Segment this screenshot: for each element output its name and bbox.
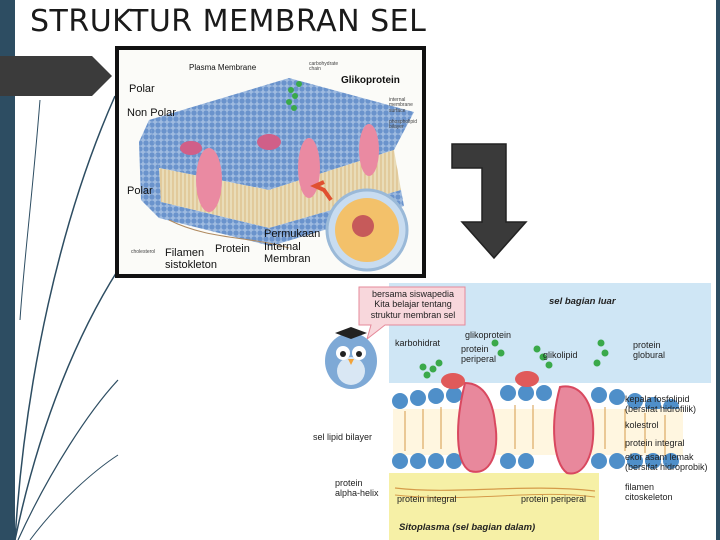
label-sel-lipid-bilayer: sel lipid bilayer (313, 432, 373, 442)
label-glikoprotein-2: glikoprotein (465, 330, 512, 340)
label-protein-periperal-top: protein periperal (461, 344, 497, 364)
label-protein-periperal-bottom: protein periperal (521, 494, 587, 504)
label-glikolipid: glikolipid (543, 350, 578, 360)
label-filamen-sistokleton: Filamen sistokleton (165, 247, 217, 271)
label-karbohidrat: karbohidrat (395, 338, 441, 348)
speech-bubble-text: bersama siswapedia Kita belajar tentang … (370, 289, 456, 320)
membrane-illustration-2 (305, 283, 711, 540)
label-protein-globural: protein globural (633, 340, 666, 360)
left-accent-bar (0, 0, 15, 540)
label-plasma-membrane: Plasma Membrane (189, 63, 257, 72)
label-phospholipid-bilayer: phospholipid bilayer (389, 119, 418, 131)
label-internal-membrane-surface: internal membrane surface (389, 97, 413, 114)
membrane-diagram-2: bersama siswapedia Kita belajar tentang … (305, 283, 711, 540)
label-filamen-citoskeleton: filamen citoskeleton (625, 482, 673, 502)
label-carbohydrate-chain: carbohydrate chain (309, 61, 339, 73)
label-kepala-fosfolipid: kepala fosfolipid (bersifat hidrofilik) (625, 394, 697, 414)
right-accent-strip (716, 0, 720, 540)
label-protein-integral-bottom: protein integral (397, 494, 457, 504)
slide-title: STRUKTUR MEMBRAN SEL (30, 4, 427, 39)
label-kolestrol: kolestrol (625, 420, 659, 430)
label-glikoprotein: Glikoprotein (341, 75, 400, 86)
label-sitoplasma: Sitoplasma (sel bagian dalam) (399, 522, 536, 533)
membrane-illustration-1 (139, 78, 414, 272)
label-protein-alpha-helix: protein alpha-helix (335, 478, 379, 498)
label-non-polar: Non Polar (127, 107, 176, 119)
label-cholesterol: cholesterol (131, 249, 156, 255)
label-ekor-asam-lemak: ekor asam lemak (bersifat hidroprobik) (625, 452, 708, 472)
label-polar-top: Polar (129, 83, 155, 95)
membrane-diagram-1: Plasma Membrane carbohydrate chain Gliko… (115, 46, 426, 278)
label-protein: Protein (215, 243, 250, 255)
label-permukaan-internal-membran: Permukaan Internal Membran (264, 228, 321, 266)
label-protein-integral-right: protein integral (625, 438, 685, 448)
turn-down-arrow-icon (451, 143, 528, 260)
decorative-curves (14, 95, 119, 540)
label-sel-bagian-luar: sel bagian luar (549, 296, 616, 307)
pentagon-arrow-icon (0, 56, 112, 96)
label-polar-bottom: Polar (127, 185, 153, 197)
